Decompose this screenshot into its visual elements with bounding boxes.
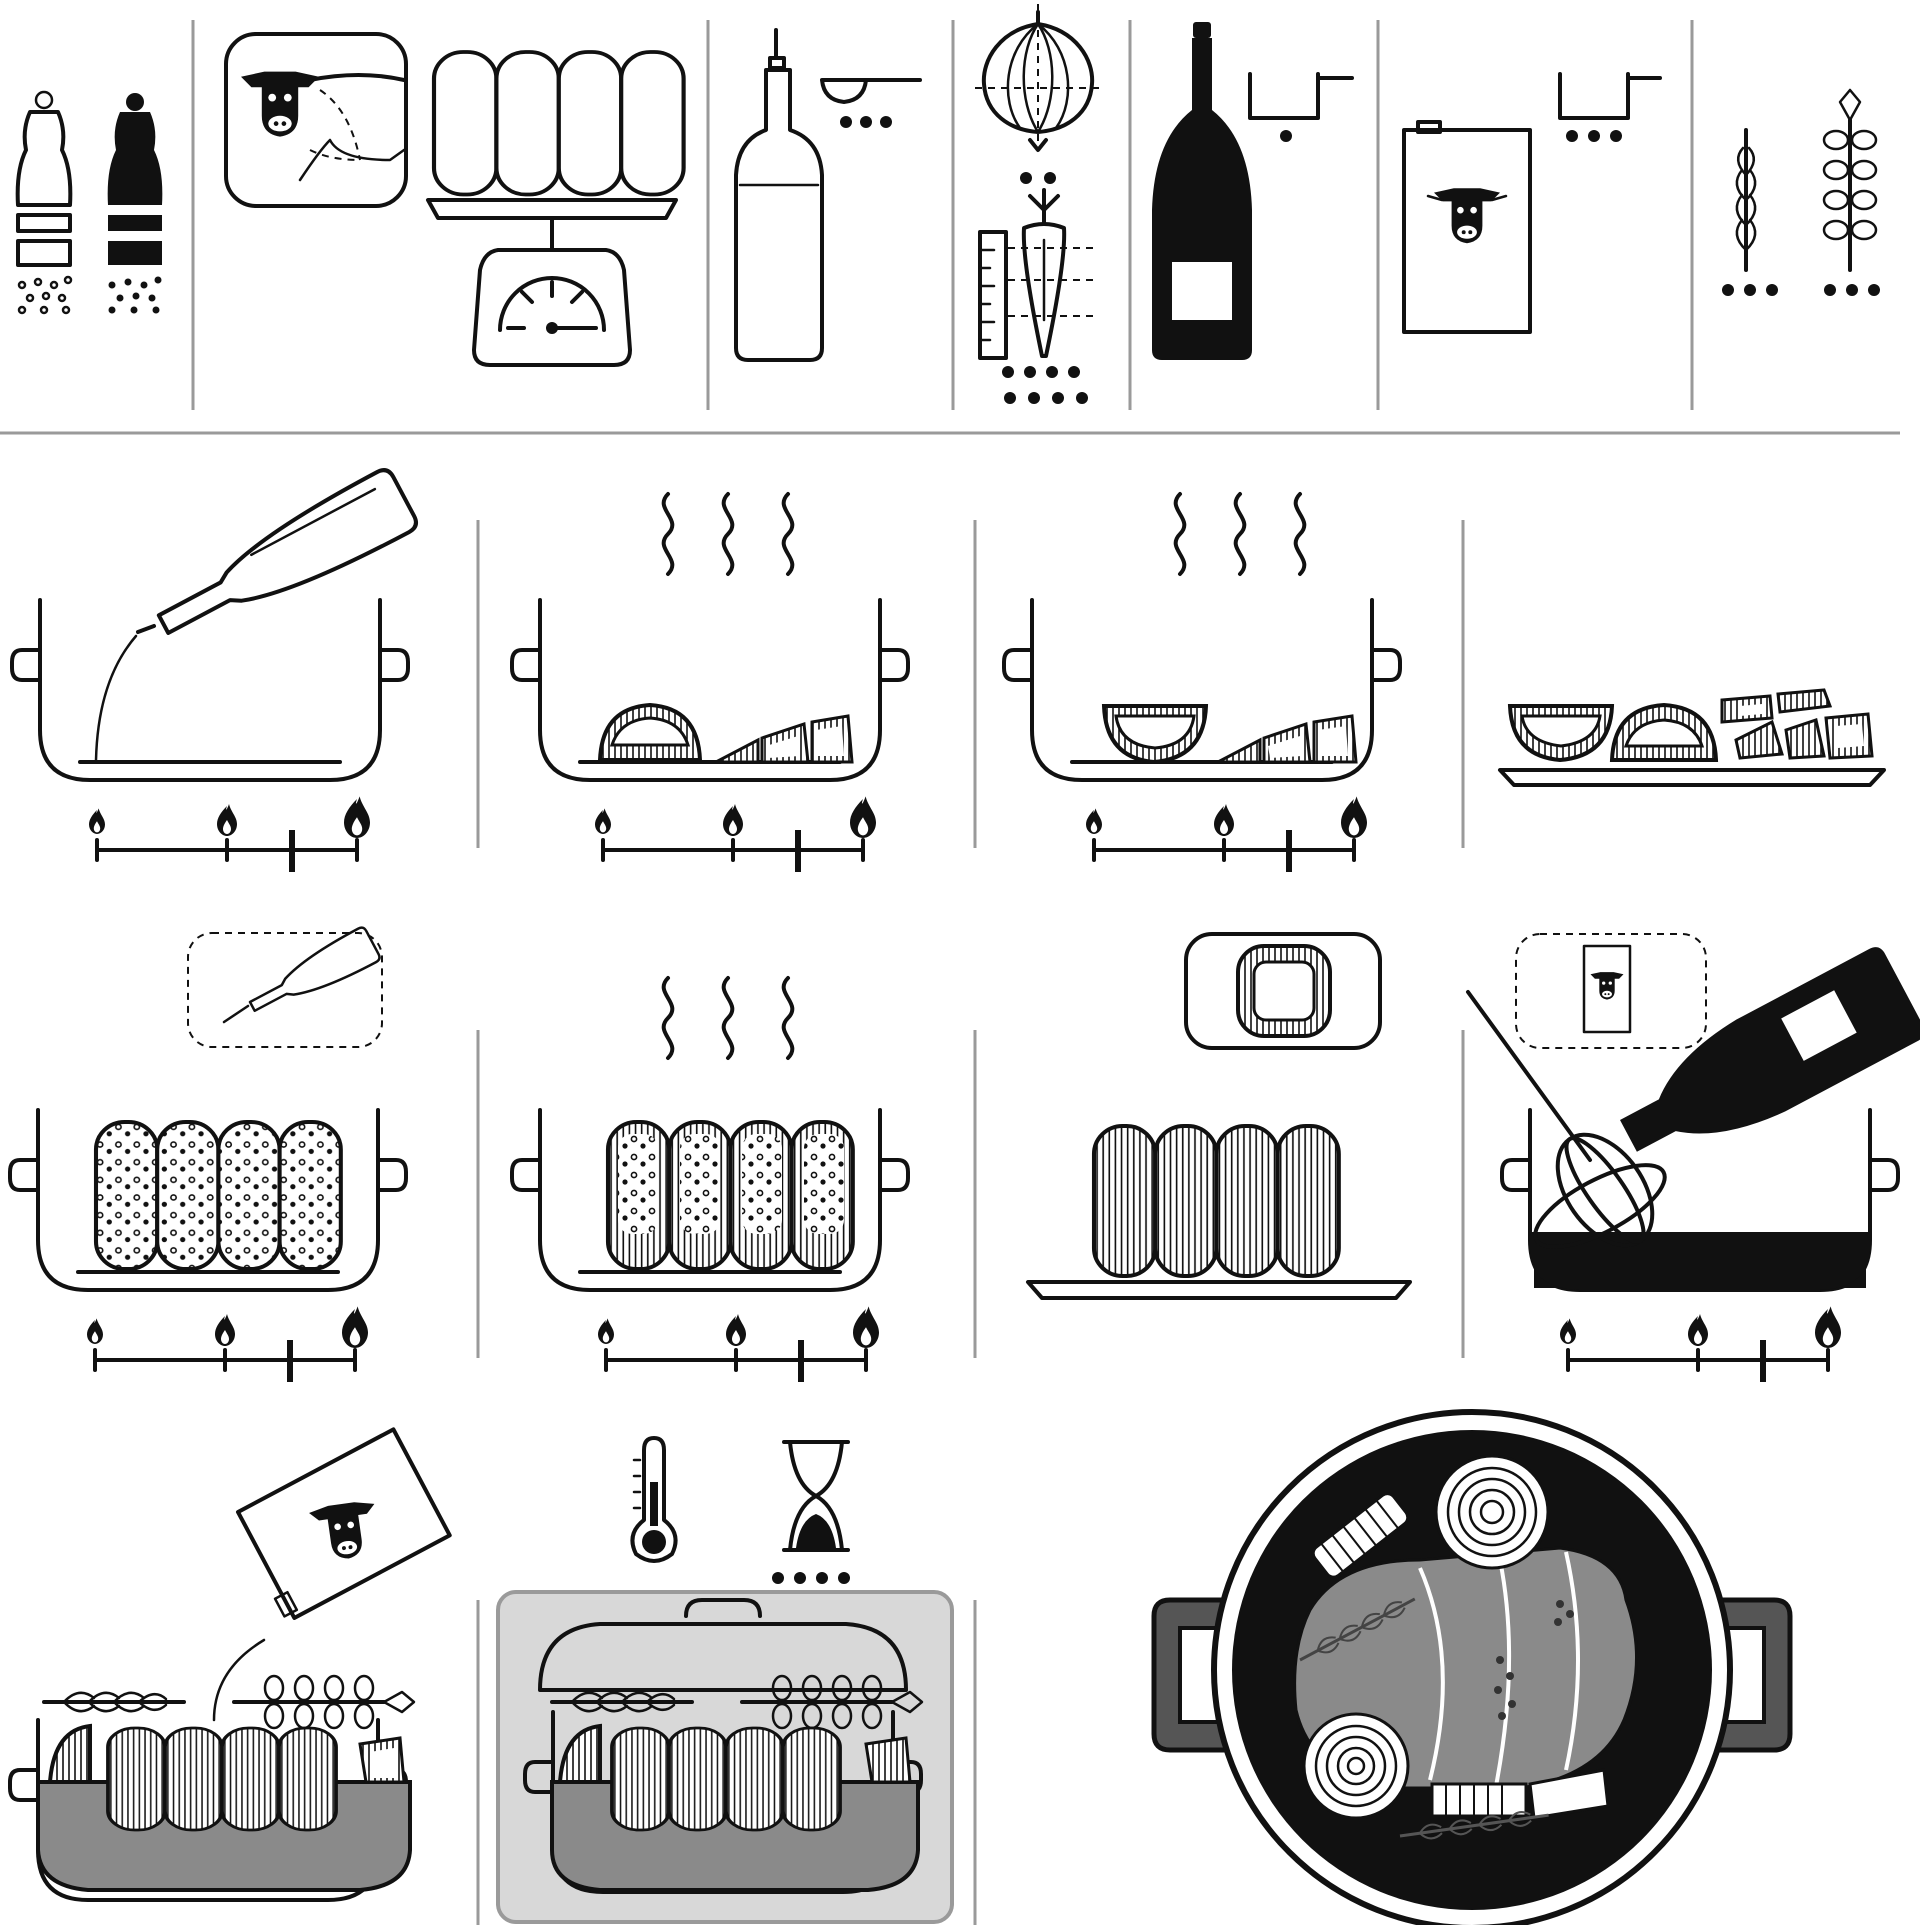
kitchen-scale-icon <box>426 198 678 367</box>
onion-icon <box>47 1723 92 1784</box>
onion-icon <box>597 702 703 762</box>
tied-roast-icon <box>434 52 684 195</box>
oil-bottle-icon <box>248 926 381 1013</box>
ingredients-row <box>0 4 1900 435</box>
roast-icon <box>96 1122 341 1270</box>
heat-scale <box>89 796 370 872</box>
beef-stock-carton-icon <box>1402 120 1532 334</box>
step-reserve-vegetables <box>1498 688 1886 787</box>
step-deglaze <box>1466 933 1920 1382</box>
step-rest-meat <box>1026 932 1412 1300</box>
plate-icon <box>1498 768 1886 787</box>
onion-icon <box>1101 704 1209 765</box>
roast-icon <box>106 1726 338 1832</box>
onion-icon <box>975 4 1100 184</box>
rosemary-icon <box>1399 1811 1549 1840</box>
heat-scale <box>595 796 876 872</box>
thermometer-icon <box>630 1436 678 1563</box>
heat-scale <box>87 1306 368 1382</box>
casserole-top-view-icon <box>1151 1409 1793 1925</box>
carrot-icon <box>1311 1492 1610 1820</box>
plate-icon <box>1026 1280 1412 1300</box>
thyme-icon <box>232 1674 416 1730</box>
thyme-icon <box>1822 88 1880 296</box>
heat-scale <box>1560 1306 1841 1382</box>
rosemary-icon <box>42 1690 186 1714</box>
carrot-icon <box>1217 714 1358 764</box>
salt-shaker-icon <box>15 90 73 315</box>
steam-icon <box>661 976 795 1060</box>
steam-icon <box>661 492 795 576</box>
rosemary-icon <box>1722 128 1778 296</box>
roast-icon <box>1094 1126 1339 1276</box>
steps-row-2 <box>8 926 1920 1382</box>
steps-row-3 <box>8 1409 1793 1925</box>
oil-bottle-icon <box>734 28 824 362</box>
step-oven-braise <box>496 1436 954 1924</box>
step-heat-oil <box>10 468 418 872</box>
roast-icon <box>608 1122 853 1269</box>
steps-row-1 <box>10 468 1886 872</box>
measuring-spoon-icon <box>820 78 922 128</box>
whisk-icon <box>1466 990 1667 1249</box>
stock-carton-icon <box>1582 944 1632 1034</box>
stock-carton-icon <box>235 1427 452 1620</box>
thyme-icon <box>1494 1600 1574 1720</box>
pepper-mill-icon <box>107 93 163 314</box>
hourglass-icon <box>772 1440 850 1584</box>
step-brown-vegetables-1 <box>510 492 910 872</box>
measuring-cup-icon <box>1558 72 1662 142</box>
carrot-icon <box>1008 188 1095 358</box>
rosemary-icon <box>1299 1597 1416 1662</box>
step-serve <box>1151 1409 1793 1925</box>
ruler-icon <box>978 230 1088 404</box>
onion-icon <box>1302 1454 1550 1820</box>
step-sear-meat <box>510 976 910 1382</box>
heat-scale <box>1086 796 1367 872</box>
step-season-meat <box>8 926 408 1382</box>
wine-bottle-icon <box>1152 22 1252 360</box>
step-brown-vegetables-2 <box>1002 492 1402 872</box>
step-add-stock-herbs <box>8 1427 452 1902</box>
heat-scale <box>598 1306 879 1382</box>
steam-icon <box>1173 492 1307 576</box>
wine-bottle-icon <box>1620 947 1920 1152</box>
covered-pot-icon <box>523 1598 924 1894</box>
oil-bottle-icon <box>156 468 418 635</box>
carrot-icon <box>715 714 854 764</box>
carrot-icon <box>358 1736 406 1784</box>
measuring-cup-icon <box>1248 72 1354 142</box>
cow-cut-icon <box>224 32 408 208</box>
